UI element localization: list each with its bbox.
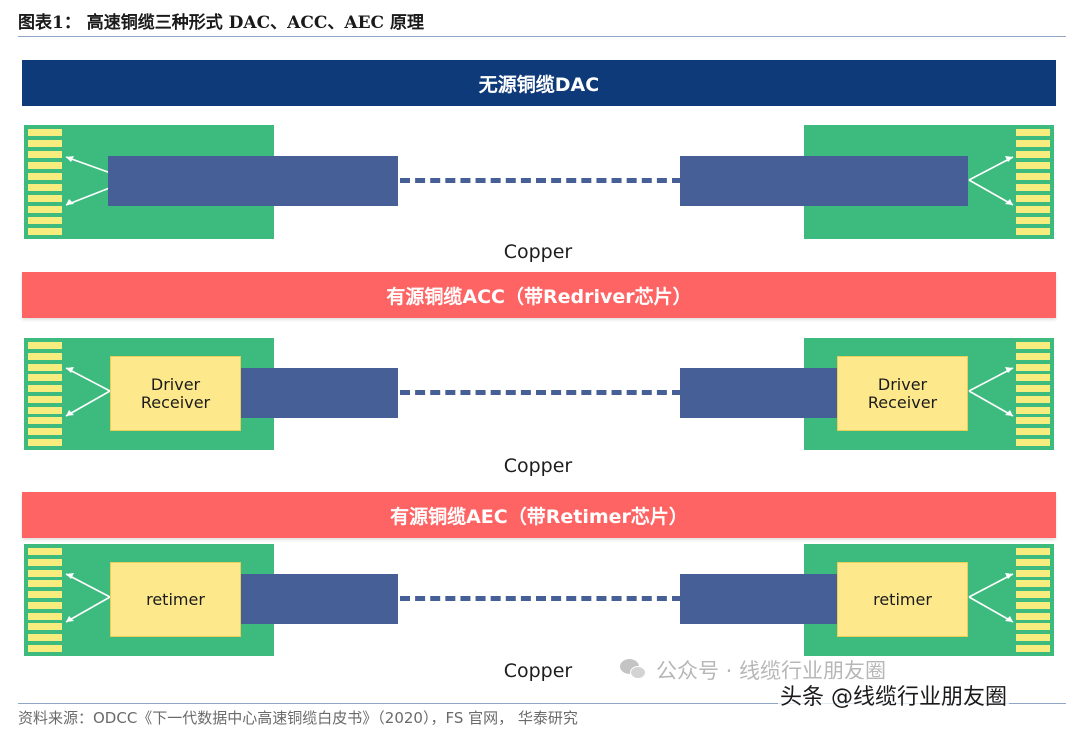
banner-acc: 有源铜缆ACC（带Redriver芯片） — [22, 272, 1056, 318]
signal-arrows-right-dac — [968, 156, 1014, 206]
cable-left-acc — [240, 368, 398, 418]
chip-driver-receiver-left: Driver Receiver — [110, 356, 241, 431]
source-note: 资料来源：ODCC《下一代数据中心高速铜缆白皮书》（2020），FS 官网， 华… — [18, 709, 578, 727]
pins-left-acc — [28, 342, 62, 446]
cable-left-aec — [240, 574, 398, 624]
chip-label-driver: Driver — [877, 374, 928, 394]
pins-right-aec — [1016, 548, 1050, 652]
cable-left-dac — [108, 156, 398, 206]
chip-label-receiver: Receiver — [140, 392, 211, 412]
dashed-link-acc — [400, 390, 682, 395]
signal-arrows-right-acc — [968, 367, 1014, 417]
footer-divider — [18, 703, 1066, 704]
banner-dac: 无源铜缆DAC — [22, 60, 1056, 106]
title-divider — [18, 36, 1066, 37]
copper-label-acc: Copper — [503, 455, 573, 477]
pins-left-dac — [28, 129, 62, 235]
cable-right-aec — [680, 574, 838, 624]
cable-right-dac — [680, 156, 968, 206]
signal-arrows-left-acc — [65, 367, 111, 417]
dashed-link-dac — [400, 178, 682, 183]
cable-right-acc — [680, 368, 838, 418]
chip-label-receiver: Receiver — [867, 392, 938, 412]
chip-driver-receiver-right: Driver Receiver — [837, 356, 968, 431]
pins-left-aec — [28, 548, 62, 652]
chip-retimer-left: retimer — [110, 562, 241, 637]
toutiao-watermark: 头条 @线缆行业朋友圈 — [778, 679, 1009, 711]
signal-arrows-right-aec — [968, 573, 1014, 623]
copper-label-dac: Copper — [503, 241, 573, 263]
figure-title: 图表1： 高速铜缆三种形式 DAC、ACC、AEC 原理 — [18, 13, 424, 33]
wechat-icon — [620, 659, 648, 681]
signal-arrows-left-aec — [65, 573, 111, 623]
banner-aec: 有源铜缆AEC（带Retimer芯片） — [22, 492, 1056, 538]
pins-right-dac — [1016, 129, 1050, 235]
dashed-link-aec — [400, 596, 682, 601]
pins-right-acc — [1016, 342, 1050, 446]
chip-label-driver: Driver — [150, 374, 201, 394]
chip-retimer-right: retimer — [837, 562, 968, 637]
copper-label-aec: Copper — [503, 660, 573, 682]
